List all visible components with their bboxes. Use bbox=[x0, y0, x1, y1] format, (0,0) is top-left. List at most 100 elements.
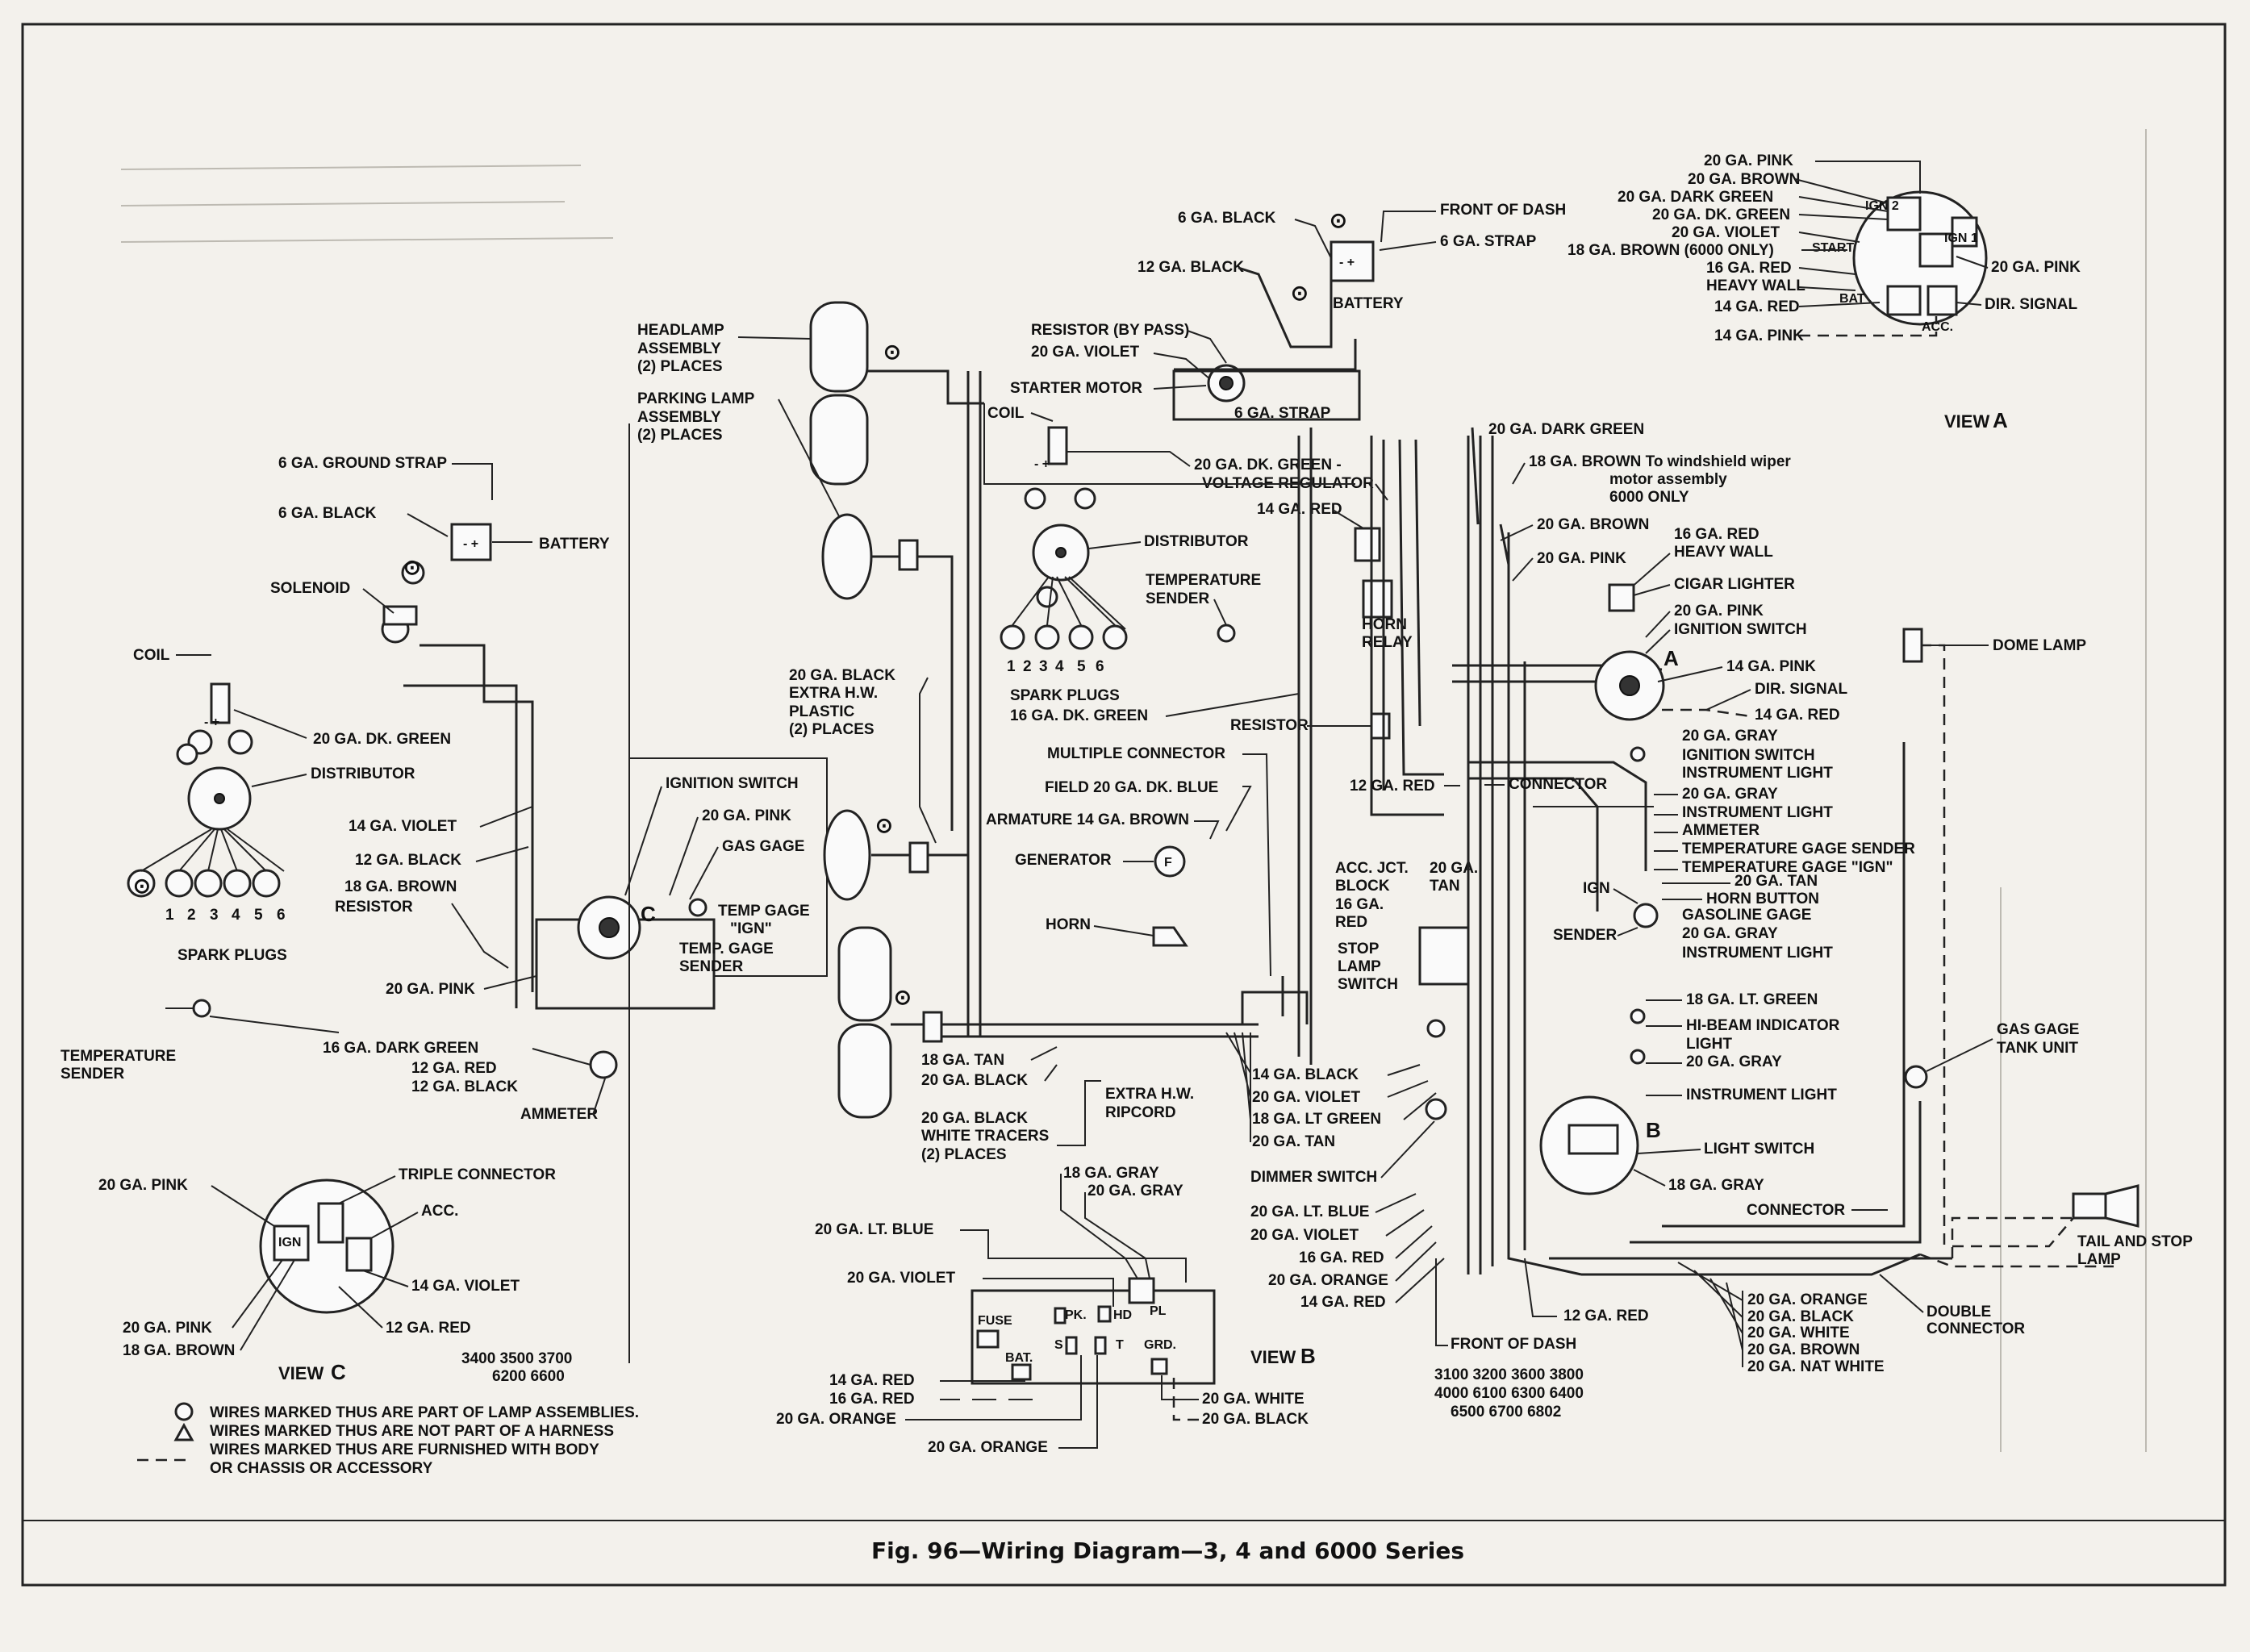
svg-text:- +: - + bbox=[1034, 457, 1050, 471]
strap-6-b-mid: 6 GA. STRAP bbox=[1234, 405, 1331, 422]
svg-text:5: 5 bbox=[254, 907, 263, 924]
svg-text:4: 4 bbox=[232, 907, 240, 924]
svg-text:1: 1 bbox=[165, 907, 174, 924]
view-c-violet14: 14 GA. VIOLET bbox=[411, 1278, 520, 1295]
view-a-pink20: 20 GA. PINK bbox=[1704, 152, 1793, 169]
view-c-acc: ACC. bbox=[421, 1203, 458, 1220]
black-12-mid: 12 GA. BLACK bbox=[1138, 259, 1244, 276]
dome-lamp bbox=[1902, 628, 1923, 663]
red-12-right: 12 GA. RED bbox=[1563, 1308, 1649, 1325]
gray-18-right: 18 GA. GRAY bbox=[1668, 1177, 1764, 1194]
lt-green-18-mid: 18 GA. LT GREEN bbox=[1252, 1111, 1381, 1128]
parking-lamp-lower bbox=[823, 809, 871, 901]
black-20-vb2: 20 GA. BLACK bbox=[1202, 1411, 1309, 1428]
instr-light-b-right: INSTRUMENT LIGHT bbox=[1682, 804, 1833, 821]
temp-gage-line1: TEMP GAGE bbox=[718, 903, 810, 920]
acc-jct-3: 16 GA. bbox=[1335, 896, 1384, 913]
acc-jct-4: RED bbox=[1335, 914, 1367, 931]
view-c: IGN 20 GA. PINK TRIPLE CONNECTOR ACC. 14… bbox=[98, 1166, 572, 1385]
black-20-hw-3: PLASTIC bbox=[789, 703, 855, 720]
view-a-letter: A bbox=[1993, 408, 2008, 432]
left-engine: - + BATTERY 6 GA. GROUND STRAP 6 GA. BLA… bbox=[61, 423, 828, 1363]
view-b-t: T bbox=[1116, 1338, 1124, 1352]
svg-text:- +: - + bbox=[1339, 256, 1355, 269]
svg-text:⊙: ⊙ bbox=[875, 813, 893, 837]
svg-text:- +: - + bbox=[204, 715, 219, 729]
coil-label: COIL bbox=[133, 647, 170, 664]
ign-right: IGN bbox=[1583, 880, 1610, 897]
pink-14-right: 14 GA. PINK bbox=[1726, 658, 1816, 675]
view-c-red12: 12 GA. RED bbox=[386, 1320, 471, 1337]
gray-20-vb: 20 GA. GRAY bbox=[1087, 1183, 1183, 1199]
stop-1: STOP bbox=[1338, 941, 1380, 957]
view-a-violet20: 20 GA. VIOLET bbox=[1672, 224, 1780, 241]
view-b-letter: B bbox=[1300, 1344, 1316, 1368]
orange-20-b-vb: 20 GA. ORANGE bbox=[928, 1439, 1048, 1456]
tracers-1: 20 GA. BLACK bbox=[921, 1110, 1028, 1127]
svg-text:⊙: ⊙ bbox=[133, 874, 151, 898]
svg-text:3: 3 bbox=[210, 907, 219, 924]
temp-gage-ign-right: TEMPERATURE GAGE "IGN" bbox=[1682, 859, 1893, 876]
temp-sender-mid-1: TEMPERATURE bbox=[1146, 572, 1261, 589]
gasoline-gage-label: GASOLINE GAGE bbox=[1682, 907, 1811, 924]
black-6-mid: 6 GA. BLACK bbox=[1178, 210, 1276, 227]
gasoline-gage bbox=[1633, 903, 1659, 928]
white-20-vb: 20 GA. WHITE bbox=[1202, 1391, 1304, 1408]
legend: WIRES MARKED THUS ARE PART OF LAMP ASSEM… bbox=[137, 1402, 639, 1477]
view-c-brown18: 18 GA. BROWN bbox=[123, 1342, 235, 1359]
stop-2: LAMP bbox=[1338, 958, 1381, 975]
temperature-line2: SENDER bbox=[61, 1066, 124, 1083]
front-dash-b-mid: FRONT OF DASH bbox=[1451, 1336, 1576, 1353]
distributor-mid-label: DISTRIBUTOR bbox=[1144, 533, 1249, 550]
view-a-heavywall: HEAVY WALL bbox=[1706, 277, 1805, 294]
black-12-label: 12 GA. BLACK bbox=[355, 852, 461, 869]
headlamp-lower-a bbox=[837, 926, 892, 1022]
ammeter-left bbox=[589, 1050, 618, 1079]
violet-20-mid: 20 GA. VIOLET bbox=[1031, 344, 1139, 361]
view-a-bat: BAT bbox=[1839, 292, 1865, 306]
horn-relay-2: RELAY bbox=[1362, 634, 1413, 651]
svg-text:1: 1 bbox=[1007, 658, 1016, 675]
headlamp-line3: (2) PLACES bbox=[637, 358, 723, 375]
dark-green-20-right: 20 GA. DARK GREEN bbox=[1488, 421, 1644, 438]
view-b-bat: BAT. bbox=[1005, 1351, 1033, 1365]
dimmer-label: DIMMER SWITCH bbox=[1250, 1169, 1377, 1186]
page-border bbox=[21, 23, 2227, 1587]
series-mid-1: 3100 3200 3600 3800 bbox=[1434, 1366, 1584, 1383]
svg-text:3: 3 bbox=[1039, 658, 1048, 675]
spark-plugs-left-label: SPARK PLUGS bbox=[177, 947, 287, 964]
view-a-brown20: 20 GA. BROWN bbox=[1688, 171, 1800, 188]
view-c-ign: IGN bbox=[278, 1236, 301, 1249]
double-1: DOUBLE bbox=[1926, 1304, 1991, 1320]
figure-caption: Fig. 96—Wiring Diagram—3, 4 and 6000 Ser… bbox=[871, 1537, 1464, 1564]
ground-strap-label: 6 GA. GROUND STRAP bbox=[278, 455, 447, 472]
stop-3: SWITCH bbox=[1338, 976, 1398, 993]
svg-text:F: F bbox=[1164, 856, 1172, 870]
svg-text:4: 4 bbox=[1055, 658, 1064, 675]
temperature-sender-left bbox=[192, 999, 211, 1018]
gas-tank-unit bbox=[1904, 1065, 1928, 1089]
temp-gage-line2: "IGN" bbox=[730, 920, 772, 937]
series-mid-3: 6500 6700 6802 bbox=[1451, 1404, 1561, 1420]
view-a-brown18: 18 GA. BROWN (6000 ONLY) bbox=[1567, 242, 1774, 259]
red-12-left: 12 GA. RED bbox=[411, 1060, 497, 1077]
multiple-connector: MULTIPLE CONNECTOR bbox=[1047, 745, 1225, 762]
view-c-pink20b: 20 GA. PINK bbox=[123, 1320, 212, 1337]
view-c-series2: 6200 6600 bbox=[492, 1368, 565, 1385]
view-c-marker: C bbox=[641, 902, 656, 926]
pink-20-b-left: 20 GA. PINK bbox=[386, 981, 475, 998]
black-20-hw-1: 20 GA. BLACK bbox=[789, 667, 895, 684]
temp-sender-line1: TEMP. GAGE bbox=[679, 941, 774, 957]
pink-20-right: 20 GA. PINK bbox=[1537, 550, 1626, 567]
black-12-b-left: 12 GA. BLACK bbox=[411, 1078, 518, 1095]
orange-20-right: 20 GA. ORANGE bbox=[1747, 1291, 1868, 1308]
acc-jct-1: ACC. JCT. bbox=[1335, 860, 1409, 877]
field-label: FIELD 20 GA. DK. BLUE bbox=[1045, 779, 1218, 796]
horn-label: HORN bbox=[1046, 916, 1091, 933]
ripcord-1: EXTRA H.W. bbox=[1105, 1086, 1194, 1103]
svg-text:⊙: ⊙ bbox=[1330, 208, 1347, 232]
gas-tank-2: TANK UNIT bbox=[1997, 1040, 2078, 1057]
red-16-hw-1: 16 GA. RED bbox=[1674, 526, 1760, 543]
connector-right: CONNECTOR bbox=[1509, 776, 1607, 793]
